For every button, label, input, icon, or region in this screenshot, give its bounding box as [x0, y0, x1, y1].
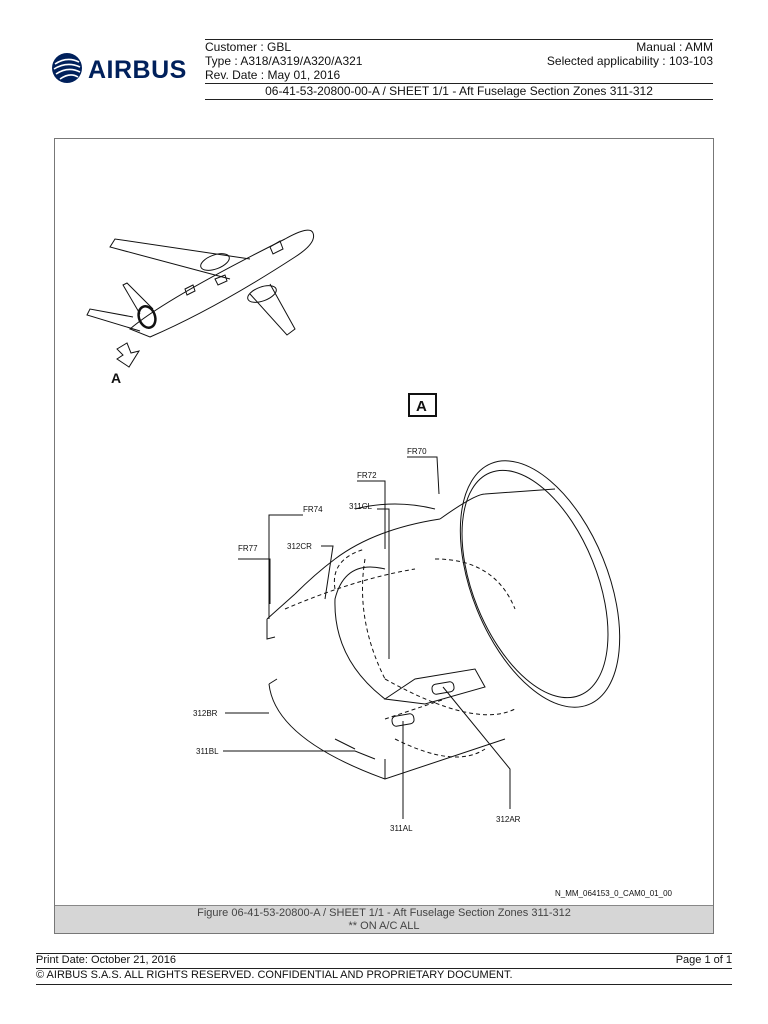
- customer-text: Customer : GBL: [205, 40, 292, 54]
- callout-312ar: 312AR: [496, 815, 521, 824]
- callout-311al: 311AL: [390, 824, 413, 833]
- figure-caption: Figure 06-41-53-20800-A / SHEET 1/1 - Af…: [55, 905, 713, 933]
- callout-fr70: FR70: [407, 447, 427, 456]
- view-direction-arrow-icon: [116, 342, 141, 368]
- callout-311bl: 311BL: [196, 747, 219, 756]
- aircraft-overview-illustration: [86, 229, 315, 338]
- callout-312cr: 312CR: [287, 542, 312, 551]
- print-date: Print Date: October 21, 2016: [36, 954, 177, 966]
- footer-top-rule: [36, 953, 732, 954]
- view-box-label: A: [416, 398, 427, 415]
- view-label-a: A: [111, 370, 121, 386]
- manual-text: Manual : AMM: [636, 40, 713, 54]
- footer-mid-rule: [36, 968, 732, 969]
- figure-frame: A A FR70 FR72 FR74 FR77 311CL 312CR 312B…: [54, 138, 714, 934]
- footer-bottom-rule: [36, 984, 732, 985]
- fuselage-section-drawing: [266, 460, 621, 780]
- copyright: © AIRBUS S.A.S. ALL RIGHTS RESERVED. CON…: [36, 969, 513, 981]
- callout-312br: 312BR: [193, 709, 218, 718]
- header-bottom-rule: [205, 99, 713, 100]
- header-row-2: Type : A318/A319/A320/A321 Selected appl…: [205, 54, 713, 68]
- applicability-text: Selected applicability : 103-103: [546, 54, 713, 68]
- rev-date-text: Rev. Date : May 01, 2016: [205, 68, 341, 82]
- header-row-3: Rev. Date : May 01, 2016: [205, 68, 713, 82]
- fuselage-drawing: A A FR70 FR72 FR74 FR77 311CL 312CR 312B…: [86, 229, 673, 898]
- sheet-title: 06-41-53-20800-00-A / SHEET 1/1 - Aft Fu…: [265, 84, 653, 98]
- view-box: [408, 393, 437, 417]
- caption-line-1: Figure 06-41-53-20800-A / SHEET 1/1 - Af…: [197, 907, 571, 919]
- type-text: Type : A318/A319/A320/A321: [205, 54, 363, 68]
- airbus-globe-icon: [52, 53, 82, 83]
- callout-fr74: FR74: [303, 505, 323, 514]
- header-mid-rule: [205, 83, 713, 84]
- footer-row-1: Print Date: October 21, 2016 Page 1 of 1: [36, 954, 732, 966]
- callout-311cl: 311CL: [349, 502, 373, 511]
- airbus-wordmark: AIRBUS: [88, 56, 187, 84]
- header-row-1: Customer : GBL Manual : AMM: [205, 40, 713, 54]
- drawing-id: N_MM_064153_0_CAM0_01_00: [555, 889, 673, 898]
- callout-fr77: FR77: [238, 544, 258, 553]
- callout-leaders: [223, 456, 511, 819]
- page-number: Page 1 of 1: [675, 954, 732, 966]
- header-top-rule: [205, 39, 713, 40]
- callout-fr72: FR72: [357, 471, 377, 480]
- airbus-logo: AIRBUS: [50, 50, 200, 86]
- caption-line-2: ** ON A/C ALL: [348, 920, 420, 932]
